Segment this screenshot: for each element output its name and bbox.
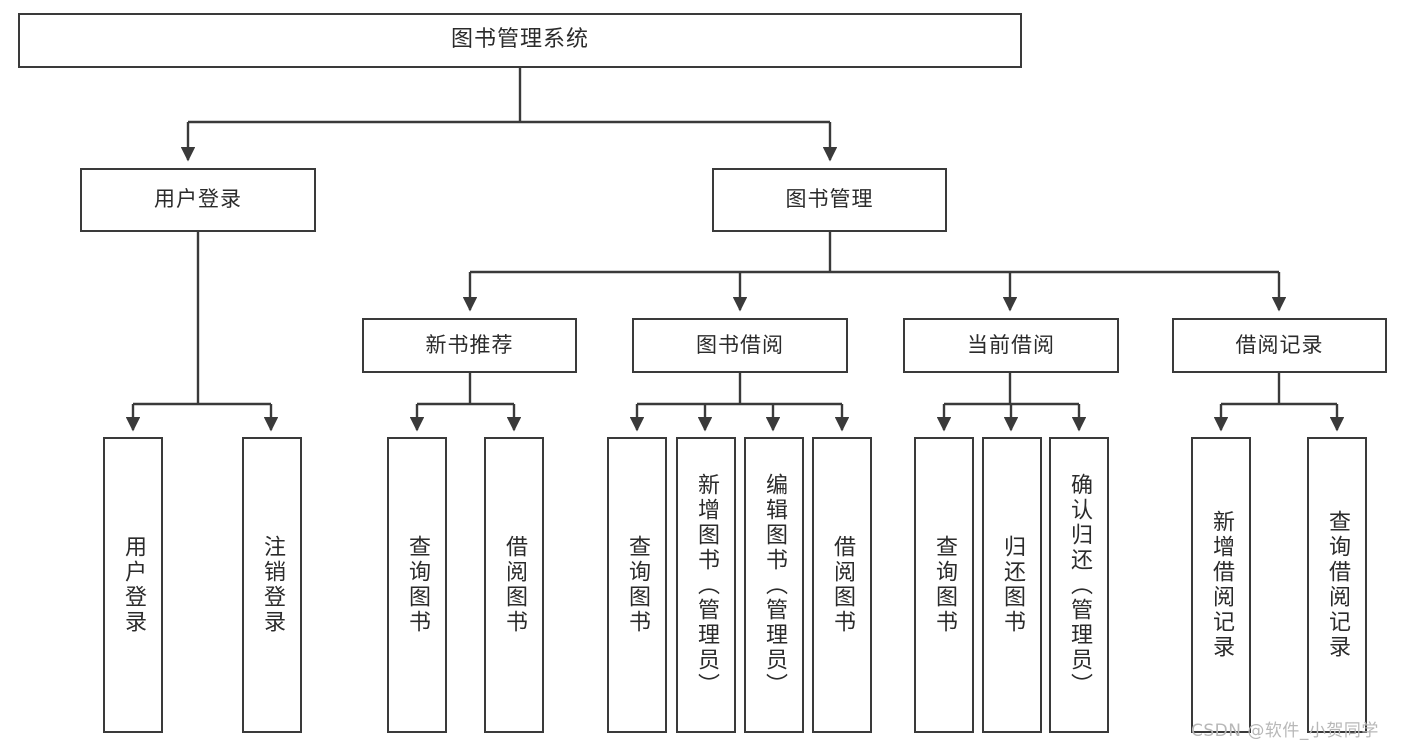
node-root[interactable]: 图书管理系统 xyxy=(18,13,1022,68)
leaf-borrow-book-1[interactable]: 借阅图书 xyxy=(484,437,544,733)
leaf-query-book-3-label: 查询图书 xyxy=(932,535,957,635)
node-user-login-label: 用户登录 xyxy=(154,187,242,212)
leaf-add-record-label: 新增借阅记录 xyxy=(1209,510,1234,660)
leaf-confirm-return[interactable]: 确认归还（管理员） xyxy=(1049,437,1109,733)
leaf-add-book-label: 新增图书（管理员） xyxy=(694,472,719,698)
node-current-borrow-label: 当前借阅 xyxy=(967,332,1055,357)
leaf-query-book-1[interactable]: 查询图书 xyxy=(387,437,447,733)
leaf-borrow-book-2-label: 借阅图书 xyxy=(830,535,855,635)
leaf-query-book-3[interactable]: 查询图书 xyxy=(914,437,974,733)
leaf-return-book[interactable]: 归还图书 xyxy=(982,437,1042,733)
leaf-logout-label: 注销登录 xyxy=(260,535,285,635)
leaf-edit-book[interactable]: 编辑图书（管理员） xyxy=(744,437,804,733)
leaf-return-book-label: 归还图书 xyxy=(1000,535,1025,635)
leaf-query-record[interactable]: 查询借阅记录 xyxy=(1307,437,1367,733)
node-book-borrow-label: 图书借阅 xyxy=(696,332,784,357)
leaf-user-login-label: 用户登录 xyxy=(121,535,146,635)
node-book-manage[interactable]: 图书管理 xyxy=(712,168,947,232)
leaf-user-login[interactable]: 用户登录 xyxy=(103,437,163,733)
leaf-query-record-label: 查询借阅记录 xyxy=(1325,510,1350,660)
node-new-book-rec-label: 新书推荐 xyxy=(425,332,514,357)
node-root-label: 图书管理系统 xyxy=(450,27,589,53)
node-book-manage-label: 图书管理 xyxy=(785,187,874,212)
leaf-add-record[interactable]: 新增借阅记录 xyxy=(1191,437,1251,733)
leaf-edit-book-label: 编辑图书（管理员） xyxy=(762,472,787,698)
node-borrow-record-label: 借阅记录 xyxy=(1235,332,1324,357)
leaf-query-book-2-label: 查询图书 xyxy=(625,535,650,635)
node-user-login[interactable]: 用户登录 xyxy=(80,168,316,232)
leaf-borrow-book-1-label: 借阅图书 xyxy=(502,535,527,635)
leaf-confirm-return-label: 确认归还（管理员） xyxy=(1067,472,1092,698)
node-borrow-record[interactable]: 借阅记录 xyxy=(1172,318,1387,373)
node-new-book-rec[interactable]: 新书推荐 xyxy=(362,318,577,373)
leaf-add-book[interactable]: 新增图书（管理员） xyxy=(676,437,736,733)
leaf-query-book-2[interactable]: 查询图书 xyxy=(607,437,667,733)
watermark: CSDN @软件_小贺同学 xyxy=(1191,721,1379,741)
node-book-borrow[interactable]: 图书借阅 xyxy=(632,318,848,373)
leaf-logout[interactable]: 注销登录 xyxy=(242,437,302,733)
leaf-borrow-book-2[interactable]: 借阅图书 xyxy=(812,437,872,733)
leaf-query-book-1-label: 查询图书 xyxy=(405,535,430,635)
node-current-borrow[interactable]: 当前借阅 xyxy=(903,318,1119,373)
